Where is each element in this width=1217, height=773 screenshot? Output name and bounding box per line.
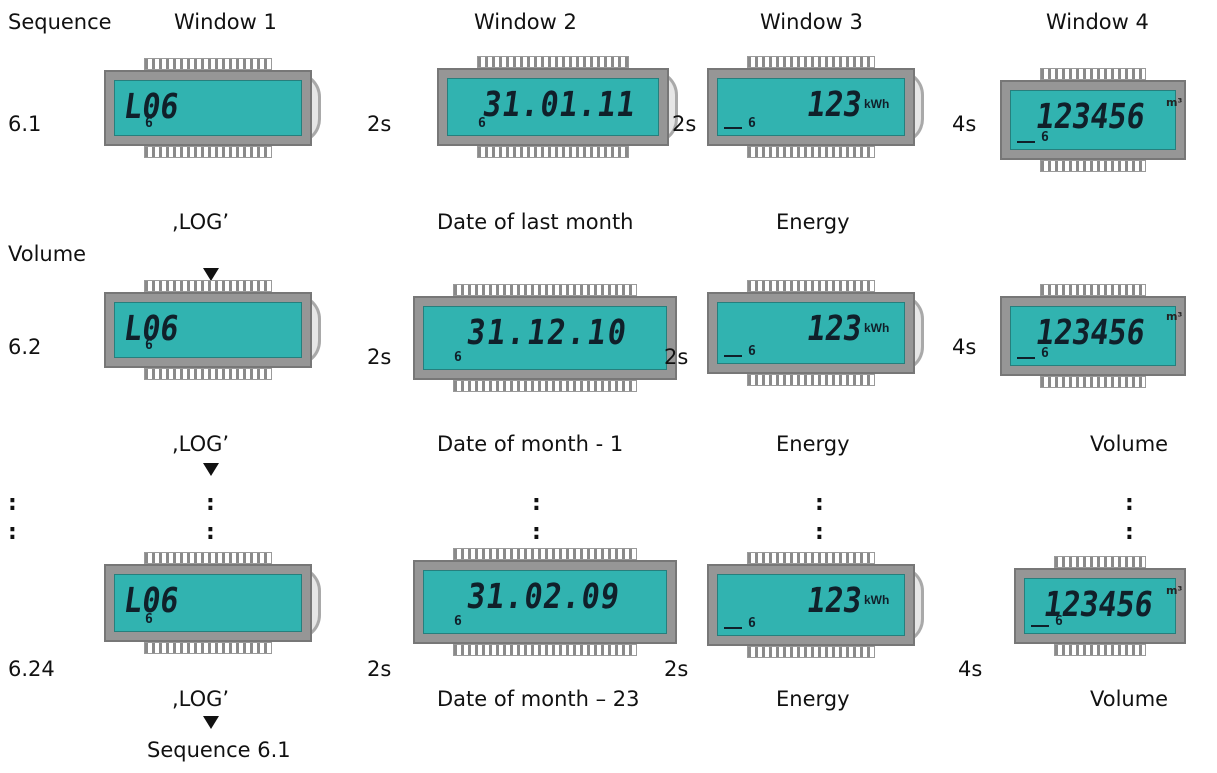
lcd-main-text: 31.12.10 [464, 313, 631, 354]
lcd-window-4: 123456 6 [1014, 556, 1186, 656]
down-arrow-icon [203, 268, 219, 281]
down-arrow-icon [203, 716, 219, 729]
caption: Volume [8, 242, 87, 266]
lcd-window-2: 31.12.10 6 [413, 284, 677, 392]
lcd-sub-text: 6 [145, 338, 153, 353]
lcd-window-3: 123 kWh 6 [707, 280, 924, 386]
ellipsis: : [8, 520, 17, 545]
ellipsis: : [532, 520, 541, 545]
lcd-window-4: 123456 6 [1000, 284, 1186, 388]
duration: 2s [664, 657, 689, 681]
header-sequence: Sequence [8, 10, 112, 34]
ellipsis: : [1125, 491, 1134, 516]
caption: Energy [776, 210, 850, 234]
unit-kwh: kWh [864, 321, 890, 335]
caption: Date of last month [437, 210, 634, 234]
lcd-sub-text: 6 [748, 344, 756, 359]
caption: ,LOG’ [172, 210, 230, 234]
ellipsis: : [815, 491, 824, 516]
caption: Date of month - 1 [437, 432, 624, 456]
lcd-window-1: L06 6 [104, 552, 321, 654]
lcd-window-2: 31.01.11 6 [437, 56, 678, 158]
caption: Energy [776, 432, 850, 456]
duration: 2s [664, 345, 689, 369]
lcd-window-4: 123456 6 [1000, 68, 1186, 172]
ellipsis: : [1125, 520, 1134, 545]
unit-kwh: kWh [864, 97, 890, 111]
lcd-sub-text: 6 [145, 116, 153, 131]
footer-sequence: Sequence 6.1 [147, 738, 291, 762]
caption: Date of month – 23 [437, 687, 640, 711]
lcd-main-text: 31.02.09 [464, 577, 623, 618]
lcd-main-text: 123456 [1033, 313, 1148, 354]
lcd-window-2: 31.02.09 6 [413, 548, 677, 656]
caption: Volume [1090, 687, 1169, 711]
caption: ,LOG’ [172, 687, 230, 711]
lcd-window-1: L06 6 [104, 58, 321, 158]
down-arrow-icon [203, 463, 219, 476]
ellipsis: : [532, 491, 541, 516]
caption: Energy [776, 687, 850, 711]
lcd-sub-text: 6 [478, 116, 486, 131]
lcd-main-text: 123456 [1033, 97, 1148, 138]
caption: ,LOG’ [172, 432, 230, 456]
row-label: 6.2 [8, 335, 42, 359]
header-window-2: Window 2 [474, 10, 577, 34]
lcd-sub-text: 6 [1041, 130, 1049, 145]
lcd-sub-text: 6 [145, 612, 153, 627]
lcd-window-1: L06 6 [104, 280, 321, 380]
ellipsis: : [206, 491, 215, 516]
ellipsis: : [8, 491, 17, 516]
header-window-1: Window 1 [174, 10, 277, 34]
lcd-window-3: 123 kWh 6 [707, 56, 924, 158]
lcd-main-text: 123 [804, 85, 865, 126]
lcd-main-text: 31.01.11 [480, 85, 639, 126]
lcd-sub-text: 6 [748, 616, 756, 631]
ellipsis: : [206, 520, 215, 545]
unit-m3: m³ [1166, 96, 1183, 109]
duration: 4s [958, 657, 983, 681]
header-window-4: Window 4 [1046, 10, 1149, 34]
lcd-sub-text: 6 [1055, 614, 1063, 629]
duration: 2s [367, 657, 392, 681]
lcd-main-text: 123 [804, 309, 865, 350]
duration: 4s [952, 112, 977, 136]
duration: 2s [367, 112, 392, 136]
row-label: 6.24 [8, 657, 55, 681]
header-window-3: Window 3 [760, 10, 863, 34]
unit-m3: m³ [1166, 584, 1183, 597]
caption: Volume [1090, 432, 1169, 456]
lcd-sub-text: 6 [1041, 346, 1049, 361]
duration: 2s [367, 345, 392, 369]
unit-kwh: kWh [864, 593, 890, 607]
lcd-sub-text: 6 [454, 614, 462, 629]
lcd-sub-text: 6 [748, 116, 756, 131]
duration: 4s [952, 335, 977, 359]
ellipsis: : [815, 520, 824, 545]
unit-m3: m³ [1166, 310, 1183, 323]
duration: 2s [672, 112, 697, 136]
lcd-window-3: 123 kWh 6 [707, 552, 924, 658]
lcd-sub-text: 6 [454, 350, 462, 365]
lcd-main-text: 123 [804, 581, 865, 622]
row-label: 6.1 [8, 112, 42, 136]
